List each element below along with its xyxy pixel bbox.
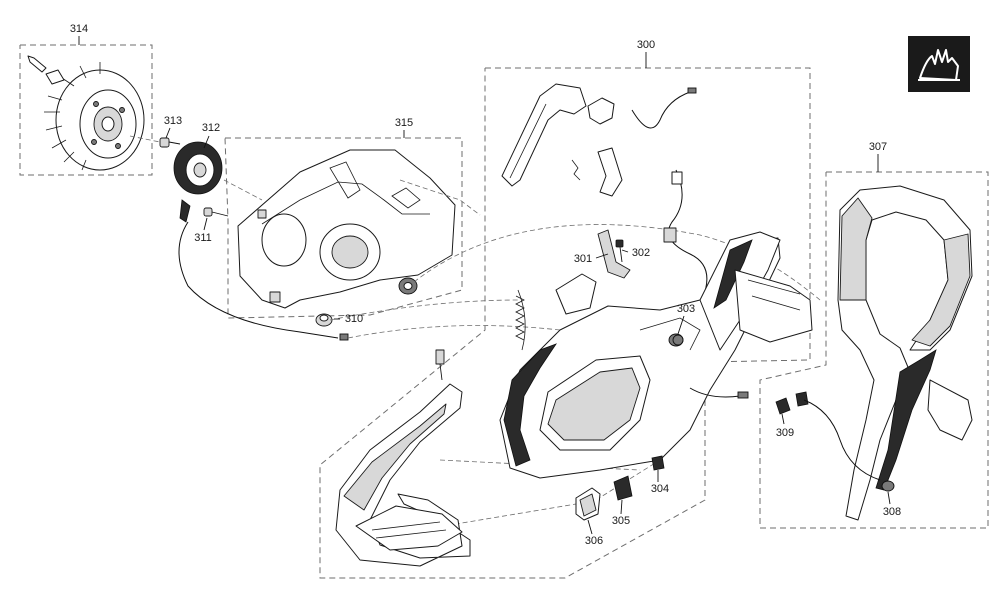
callout-301: 301 bbox=[574, 253, 609, 265]
part-312-rotor bbox=[173, 141, 263, 223]
callout-302-label: 302 bbox=[632, 247, 650, 259]
callout-306: 306 bbox=[585, 519, 603, 547]
group-box-300 bbox=[319, 67, 811, 579]
callout-303-label: 303 bbox=[677, 303, 695, 315]
part-306-switch-cap bbox=[575, 487, 601, 521]
callout-312: 312 bbox=[202, 122, 220, 149]
callout-312-label: 312 bbox=[202, 122, 220, 134]
ignition-wire bbox=[178, 221, 349, 341]
part-304-clip bbox=[651, 455, 665, 471]
part-302-screw bbox=[615, 239, 624, 263]
part-311-screw bbox=[203, 207, 229, 217]
group-box-314 bbox=[19, 44, 153, 176]
callout-311-label: 311 bbox=[194, 232, 212, 244]
callout-301-label: 301 bbox=[574, 253, 592, 265]
callout-308: 308 bbox=[883, 491, 901, 518]
callout-304-label: 304 bbox=[651, 483, 669, 495]
part-300-handguard bbox=[335, 349, 471, 567]
callout-300-label: 300 bbox=[637, 39, 655, 51]
callout-305: 305 bbox=[612, 499, 630, 527]
callout-315: 315 bbox=[395, 117, 413, 138]
callout-302: 302 bbox=[621, 247, 650, 259]
callout-313-label: 313 bbox=[164, 115, 182, 127]
part-307-rear-handle bbox=[837, 185, 973, 521]
callout-310: 310 bbox=[334, 313, 363, 325]
group-box-315 bbox=[224, 137, 463, 319]
part-300-grip bbox=[501, 83, 587, 187]
callout-303: 303 bbox=[677, 303, 695, 335]
callout-304: 304 bbox=[651, 470, 669, 495]
callout-306-label: 306 bbox=[585, 535, 603, 547]
callout-305-label: 305 bbox=[612, 515, 630, 527]
part-314-flywheel bbox=[27, 55, 145, 171]
part-305-switch bbox=[613, 475, 633, 501]
callout-307: 307 bbox=[869, 141, 887, 172]
callout-310-label: 310 bbox=[345, 313, 363, 325]
callout-307-label: 307 bbox=[869, 141, 887, 153]
part-300-spring bbox=[515, 289, 526, 351]
part-310-grommet bbox=[315, 313, 333, 327]
part-315-crankcase bbox=[237, 149, 456, 309]
callout-308-label: 308 bbox=[883, 506, 901, 518]
part-313-screw bbox=[129, 135, 181, 148]
part-309-clips bbox=[775, 391, 881, 481]
gloved-hand-icon bbox=[908, 36, 970, 92]
part-300-switch-wires bbox=[663, 169, 708, 301]
callout-309-label: 309 bbox=[776, 427, 794, 439]
part-308-grommet bbox=[881, 480, 895, 492]
part-303-connector bbox=[672, 334, 684, 346]
callout-309: 309 bbox=[776, 413, 794, 439]
callout-313: 313 bbox=[164, 115, 182, 139]
callout-314: 314 bbox=[70, 23, 88, 45]
group-box-307 bbox=[759, 171, 989, 529]
callout-315-label: 315 bbox=[395, 117, 413, 129]
callout-311: 311 bbox=[194, 217, 212, 244]
callout-300: 300 bbox=[637, 39, 655, 68]
callout-314-label: 314 bbox=[70, 23, 88, 35]
part-300-housing bbox=[499, 231, 813, 479]
part-301-lever bbox=[555, 229, 631, 315]
part-300-trigger bbox=[571, 87, 697, 197]
